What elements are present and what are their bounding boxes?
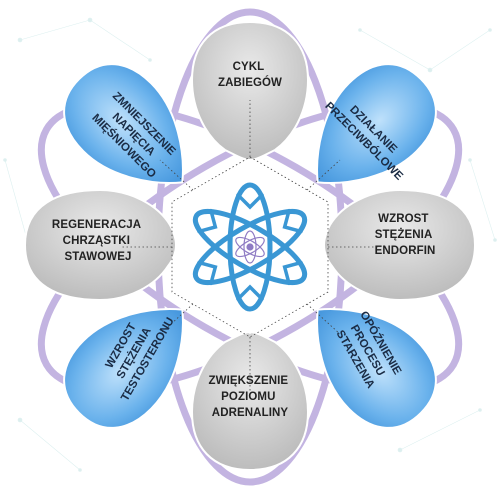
- petal-lower-right: [316, 308, 437, 429]
- petal-top: [190, 20, 310, 162]
- petal-top-label: CYKL ZABIEGÓW: [218, 61, 282, 89]
- petal-upper-left: [63, 63, 184, 184]
- orbit-ring: [37, 101, 463, 393]
- petal-upper-right: [316, 63, 437, 184]
- petal-left-label: REGENERACJA CHRZĄSTKI STAWOWEJ: [52, 219, 144, 263]
- network-background: [3, 17, 497, 472]
- petal-bottom-label: ZWIĘKSZENIE POZIOMU ADRENALINY: [209, 375, 292, 419]
- inner-atom-icon: [235, 230, 265, 264]
- snowflake-atom-icon: [192, 182, 308, 312]
- petal-lower-left: [63, 308, 184, 429]
- orbit-ring: [37, 101, 463, 393]
- center-hexagon: [120, 100, 380, 395]
- petal-right-label: WZROST STĘŻENIA ENDORFIN: [375, 213, 436, 257]
